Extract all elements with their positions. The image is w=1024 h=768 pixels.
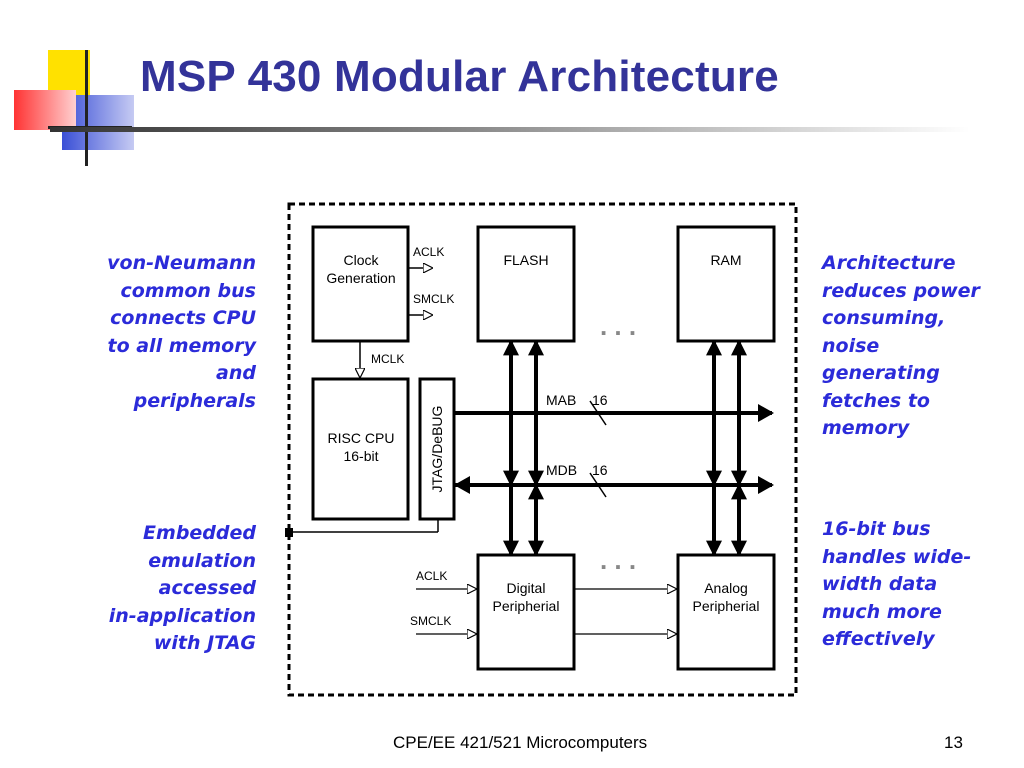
ram-block [676,225,776,343]
peripheral-ellipsis: . . . [600,545,636,575]
jtag-debug-label: JTAG/DeBUG [429,406,445,493]
aclk-out-label: ACLK [413,245,444,259]
mdb-width-tick [589,472,607,498]
callout-embedded-emulation: Embedded emulation accessed in-applicati… [108,522,256,654]
red-square [14,90,76,130]
architecture-diagram: Clock Generation ACLK SMCLK MCLK RISC CP… [285,202,798,697]
vertical-line [85,50,88,166]
jtag-debug-block [418,377,456,521]
title-rule [50,127,970,132]
chip-boundary [287,202,798,697]
ram-label: RAM [710,252,741,268]
analog-peripherial-label-2: Peripherial [693,598,760,614]
jtag-pin [285,528,293,537]
mab-label: MAB [546,392,576,408]
risc-cpu-block [311,377,410,521]
callout-16bit-bus: 16-bit bus handles wide- width data much… [822,518,972,650]
digital-peripherial-label-1: Digital [507,580,546,596]
risc-cpu-label-2: 16-bit [343,448,378,464]
title-decoration [0,40,140,170]
mclk-label: MCLK [371,352,404,366]
smclk-out-label: SMCLK [413,292,454,306]
mdb-label: MDB [546,462,577,478]
digital-peripherial-block [476,553,576,671]
callout-von-neumann: von-Neumann common bus connects CPU to a… [107,252,256,412]
flash-label: FLASH [503,252,548,268]
analog-peripherial-block [676,553,776,671]
analog-peripherial-label-1: Analog [704,580,748,596]
mab-width-tick [589,400,607,426]
memory-ellipsis: . . . [600,311,636,341]
mdb-width-label: 16 [592,462,608,478]
footer-course: CPE/EE 421/521 Microcomputers [393,733,648,752]
digital-peripherial-label-2: Peripherial [493,598,560,614]
mab-width-label: 16 [592,392,608,408]
mdb-bus-arrowhead-right [758,476,774,494]
clock-generation-label-1: Clock [343,252,379,268]
clock-generation-block [311,225,410,343]
clock-generation-label-2: Generation [326,270,395,286]
page-number: 13 [944,733,963,752]
mdb-bus-arrowhead-left [454,476,470,494]
risc-cpu-label-1: RISC CPU [328,430,395,446]
aclk-in-label: ACLK [416,569,447,583]
mab-bus-arrowhead [758,404,774,422]
callout-architecture: Architecture reduces power consuming, no… [822,252,980,439]
flash-block [476,225,576,343]
smclk-in-label: SMCLK [410,614,451,628]
slide-title: MSP 430 Modular Architecture [140,52,779,101]
